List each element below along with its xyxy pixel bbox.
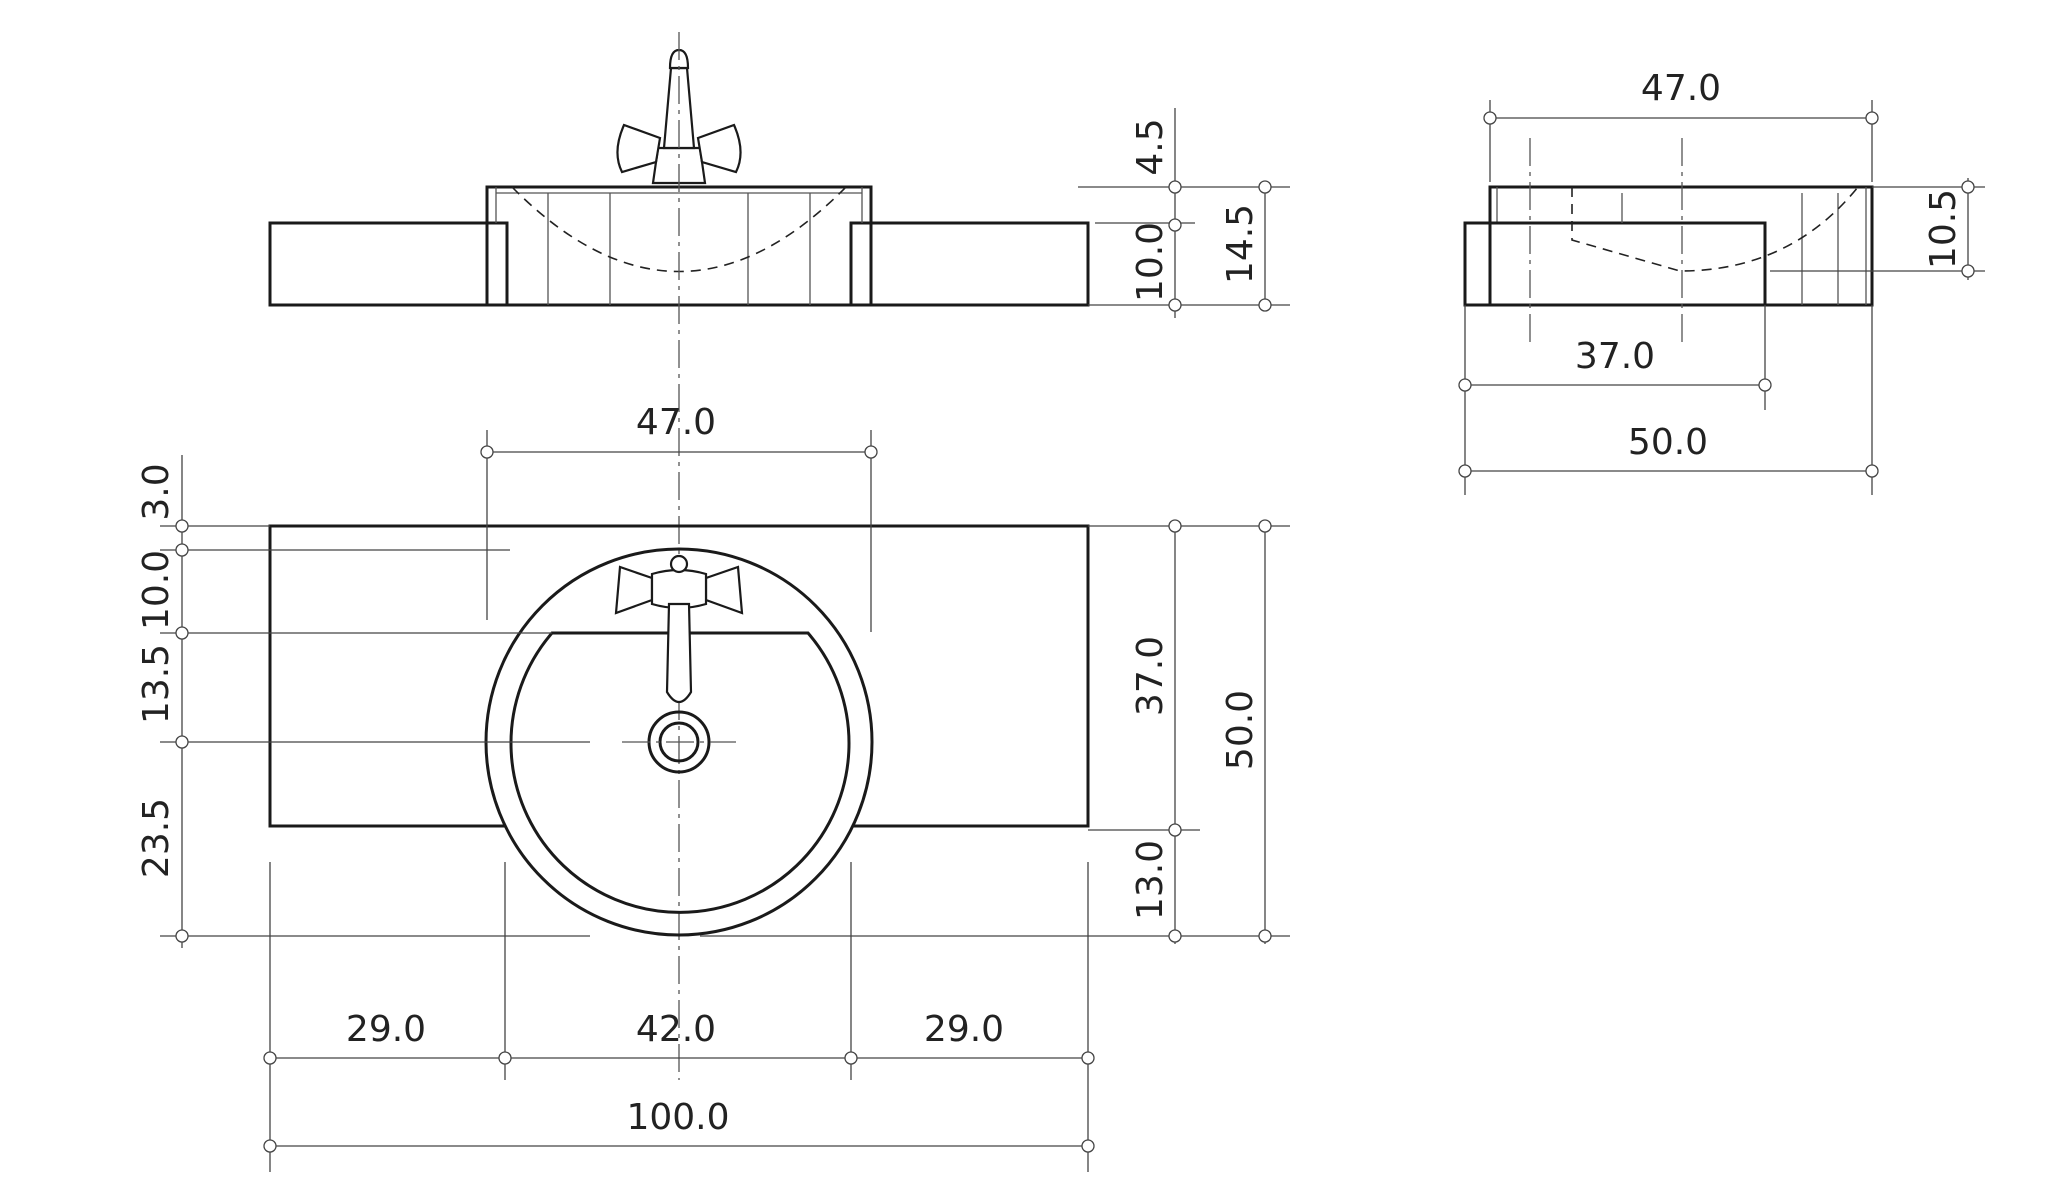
side-counter (1463, 221, 1767, 307)
dim-side-total-width: 50.0 (1628, 422, 1708, 463)
dim-plan-left-d: 23.5 (136, 798, 177, 878)
dim-plan-total-depth: 50.0 (1220, 690, 1261, 770)
dim-side-top-width: 47.0 (1641, 68, 1721, 109)
front-left-counter (268, 221, 509, 307)
dim-plan-bottom-total: 100.0 (626, 1097, 729, 1138)
front-faucet (616, 48, 742, 185)
side-hidden-bowl (1571, 186, 1859, 272)
dim-plan-bottom-center: 42.0 (636, 1009, 716, 1050)
front-elevation: 4.5 10.0 14.5 (268, 32, 1290, 1080)
dim-side-basin-depth: 10.5 (1923, 189, 1964, 269)
front-right-counter (849, 221, 1090, 307)
dim-plan-left-a: 3.0 (136, 463, 177, 520)
plan-counter (268, 524, 1090, 828)
plan-view: 47.0 3.0 10.0 13.5 23.5 37.0 50.0 13.0 (136, 402, 1290, 1172)
dim-plan-overhang: 13.0 (1130, 840, 1171, 920)
side-basin (1488, 185, 1874, 307)
dim-plan-bowl-width: 47.0 (636, 402, 716, 443)
dim-counter-thickness: 10.0 (1130, 222, 1171, 302)
side-elevation: 47.0 10.5 37.0 50.0 (1458, 68, 1985, 495)
dim-plan-bottom-left: 29.0 (346, 1009, 426, 1050)
dim-faucet-height: 4.5 (1130, 118, 1171, 175)
plan-faucet (614, 554, 744, 704)
dim-plan-bottom-right: 29.0 (924, 1009, 1004, 1050)
dim-front-total-height: 14.5 (1220, 204, 1261, 284)
dim-plan-left-c: 13.5 (136, 644, 177, 724)
dim-side-inner-width: 37.0 (1575, 336, 1655, 377)
dim-plan-counter-depth: 37.0 (1130, 636, 1171, 716)
dim-plan-left-b: 10.0 (136, 550, 177, 630)
plan-inner-basin (509, 631, 851, 914)
